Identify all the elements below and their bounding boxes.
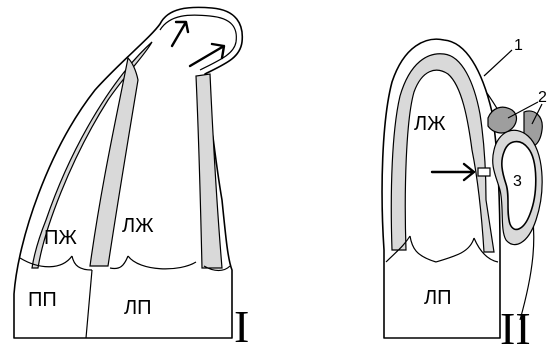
figure-i-numeral: I bbox=[234, 301, 249, 349]
figure-ii-left-atrium-label: ЛП bbox=[424, 287, 452, 309]
figure-ii-callout-1: 1 bbox=[514, 37, 523, 54]
figure-ii-lesion-upper bbox=[488, 107, 516, 133]
figure-ii-callout-1-line bbox=[484, 50, 512, 76]
figure-ii-callout-2: 2 bbox=[538, 89, 547, 106]
figure-ii: ЛЖ ЛП 1 2 3 II bbox=[382, 37, 547, 349]
figure-i-left-ventricle-label: ЛЖ bbox=[122, 215, 154, 237]
figure-i-right-ventricle-label: ПЖ bbox=[44, 227, 77, 249]
figure-ii-left-ventricle-label: ЛЖ bbox=[414, 113, 446, 135]
figure-i: ПЖ ЛЖ ПП ЛП I bbox=[14, 7, 249, 349]
figure-ii-callout-3: 3 bbox=[513, 173, 522, 190]
figure-i-right-atrium-label: ПП bbox=[28, 289, 57, 311]
figure-ii-numeral: II bbox=[500, 303, 531, 349]
figure-ii-septal-defect bbox=[478, 168, 490, 176]
figure-i-left-atrium-label: ЛП bbox=[124, 297, 152, 319]
